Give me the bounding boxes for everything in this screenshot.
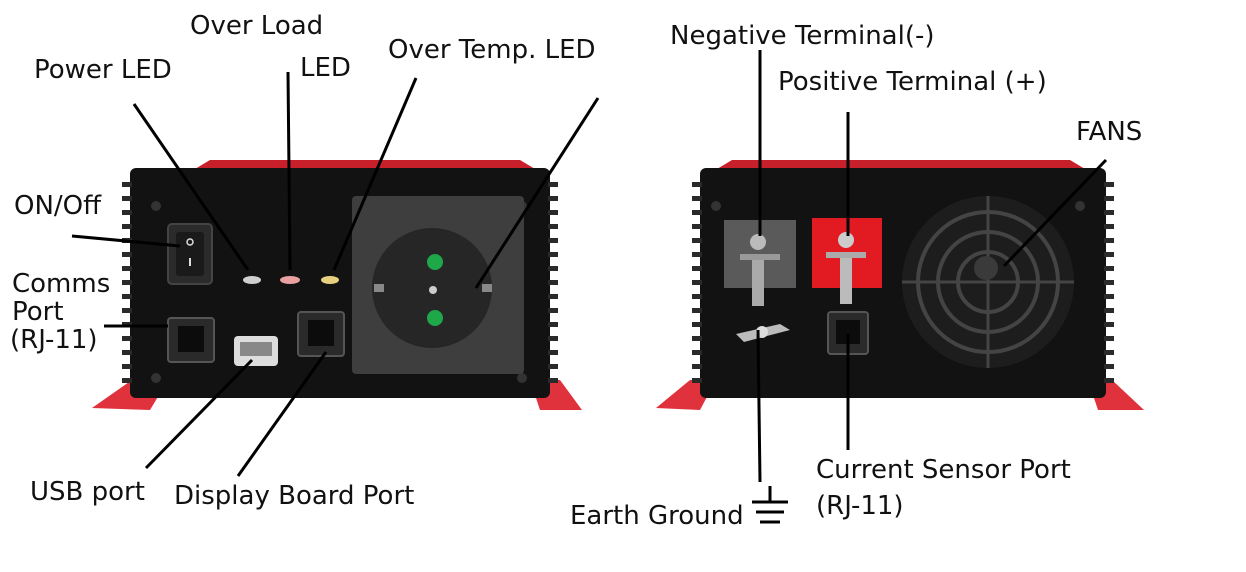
heatsink-fin: [548, 294, 558, 299]
label-earth-ground: Earth Ground: [570, 501, 744, 531]
front-unit: [92, 160, 582, 410]
heatsink-fin: [692, 224, 702, 229]
heatsink-fin: [1104, 294, 1114, 299]
heatsink-fin: [1104, 252, 1114, 257]
heatsink-fin: [692, 364, 702, 369]
label-power-led: Power LED: [34, 55, 172, 85]
heatsink-fin: [122, 280, 132, 285]
heatsink-fin: [1104, 196, 1114, 201]
heatsink-fin: [548, 378, 558, 383]
power-led: [243, 276, 261, 284]
over-load-led: [280, 276, 300, 284]
heatsink-fin: [548, 196, 558, 201]
heatsink-fin: [548, 322, 558, 327]
heatsink-fin: [548, 266, 558, 271]
heatsink-fin: [122, 378, 132, 383]
heatsink-fin: [122, 294, 132, 299]
heatsink-fin: [692, 238, 702, 243]
heatsink-fin: [692, 196, 702, 201]
heatsink-fin: [692, 378, 702, 383]
heatsink-fin: [548, 364, 558, 369]
heatsink-fin: [692, 280, 702, 285]
heatsink-fin: [1104, 308, 1114, 313]
over-temp-led: [321, 276, 339, 284]
heatsink-fin: [692, 322, 702, 327]
label-over-load-led: LED: [300, 53, 351, 83]
heatsink-fin: [122, 224, 132, 229]
label-positive-terminal: Positive Terminal (+): [778, 67, 1047, 97]
rear-unit: [656, 160, 1144, 410]
heatsink-fin: [1104, 238, 1114, 243]
heatsink-fin: [122, 252, 132, 257]
heatsink-fin: [548, 350, 558, 355]
label-display-board-port: Display Board Port: [174, 481, 415, 511]
heatsink-fin: [1104, 378, 1114, 383]
heatsink-fin: [692, 336, 702, 341]
heatsink-fin: [692, 252, 702, 257]
heatsink-fin: [1104, 364, 1114, 369]
label-current-sensor-1: Current Sensor Port: [816, 455, 1071, 485]
heatsink-fin: [1104, 224, 1114, 229]
heatsink-fin: [548, 224, 558, 229]
heatsink-fin: [692, 294, 702, 299]
heatsink-fin: [1104, 280, 1114, 285]
label-current-sensor-2: (RJ-11): [816, 491, 904, 521]
heatsink-fin: [122, 210, 132, 215]
label-comms-3: (RJ-11): [10, 325, 98, 355]
heatsink-fin: [692, 350, 702, 355]
label-comms-1: Comms: [12, 269, 111, 299]
heatsink-fin: [548, 280, 558, 285]
label-over-temp-led: Over Temp. LED: [388, 35, 596, 65]
heatsink-fin: [692, 266, 702, 271]
heatsink-fin: [122, 364, 132, 369]
heatsink-fin: [692, 210, 702, 215]
heatsink-fin: [1104, 336, 1114, 341]
heatsink-fin: [1104, 322, 1114, 327]
label-over-load: Over Load: [190, 11, 324, 41]
heatsink-fin: [548, 252, 558, 257]
heatsink-fin: [548, 238, 558, 243]
heatsink-fin: [692, 182, 702, 187]
heatsink-fin: [1104, 266, 1114, 271]
leader-lines: [71, 50, 1108, 524]
heatsink-fin: [1104, 210, 1114, 215]
heatsink-fin: [548, 210, 558, 215]
heatsink-fin: [122, 196, 132, 201]
label-on-off: ON/Off: [14, 191, 102, 221]
heatsink-fin: [1104, 182, 1114, 187]
label-negative-terminal: Negative Terminal(-): [670, 21, 935, 51]
heatsink-fin: [548, 182, 558, 187]
label-usb-port: USB port: [30, 477, 145, 507]
heatsink-fin: [122, 336, 132, 341]
label-fans: FANS: [1076, 117, 1143, 147]
heatsink-fin: [122, 308, 132, 313]
label-comms-2: Port: [12, 297, 64, 327]
heatsink-fin: [692, 308, 702, 313]
heatsink-fin: [1104, 350, 1114, 355]
heatsink-fin: [122, 266, 132, 271]
heatsink-fin: [548, 336, 558, 341]
heatsink-fin: [122, 350, 132, 355]
heatsink-fin: [122, 182, 132, 187]
heatsink-fin: [548, 308, 558, 313]
